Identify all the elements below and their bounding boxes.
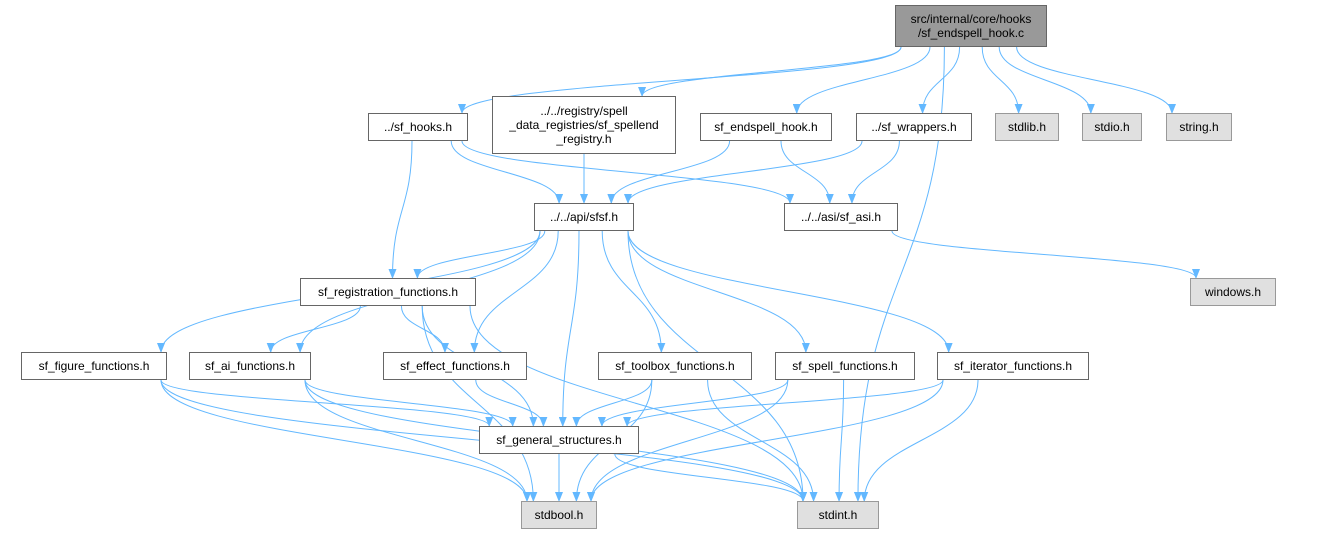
edge-iterator-to-general bbox=[623, 379, 944, 427]
edge-sf_hooks-to-sfsf bbox=[450, 140, 564, 204]
node-stdio: stdio.h bbox=[1082, 113, 1142, 141]
edge-general-to-stdint bbox=[614, 453, 807, 502]
edge-root-to-stdlib bbox=[981, 46, 1023, 114]
edge-sfsf-to-registration bbox=[413, 230, 546, 279]
edge-sfsf-to-spell bbox=[627, 230, 810, 353]
edge-effect-to-general bbox=[475, 379, 548, 427]
edge-registration-to-stdint bbox=[469, 305, 807, 502]
node-spellend-registry[interactable]: ../../registry/spell _data_registries/sf… bbox=[492, 96, 676, 154]
node-toolbox[interactable]: sf_toolbox_functions.h bbox=[598, 352, 752, 380]
edge-root-to-sf_wrappers bbox=[918, 46, 961, 114]
node-registration[interactable]: sf_registration_functions.h bbox=[300, 278, 476, 306]
edge-endspell_hook_h-to-sfsf bbox=[607, 140, 731, 204]
node-sf-hooks[interactable]: ../sf_hooks.h bbox=[368, 113, 468, 141]
edge-registration-to-stdbool bbox=[421, 305, 538, 502]
node-general[interactable]: sf_general_structures.h bbox=[479, 426, 639, 454]
node-iterator[interactable]: sf_iterator_functions.h bbox=[937, 352, 1089, 380]
edge-sfsf-to-iterator bbox=[627, 230, 953, 353]
edge-toolbox-to-general bbox=[572, 379, 653, 427]
edge-root-to-stdio bbox=[998, 46, 1095, 114]
node-root: src/internal/core/hooks /sf_endspell_hoo… bbox=[895, 5, 1047, 47]
edge-endspell_hook_h-to-sf_asi bbox=[780, 140, 834, 204]
node-sfsf[interactable]: ../../api/sfsf.h bbox=[534, 203, 634, 231]
edge-registration-to-ai bbox=[266, 305, 361, 353]
edge-ai-to-general bbox=[304, 379, 517, 427]
node-stdbool: stdbool.h bbox=[521, 501, 597, 529]
edge-spell-to-stdint bbox=[835, 379, 845, 502]
edge-ai-to-stdbool bbox=[304, 379, 531, 502]
node-sf-wrappers[interactable]: ../sf_wrappers.h bbox=[856, 113, 972, 141]
edge-sfsf-to-effect bbox=[470, 230, 559, 353]
edge-figure-to-general bbox=[160, 379, 494, 427]
node-effect[interactable]: sf_effect_functions.h bbox=[383, 352, 527, 380]
edge-sf_asi-to-windows bbox=[891, 230, 1200, 279]
edge-sfsf-to-toolbox bbox=[601, 230, 666, 353]
node-stdint: stdint.h bbox=[797, 501, 879, 529]
edge-spell-to-stdbool bbox=[587, 379, 789, 502]
edge-figure-to-stdbool bbox=[160, 379, 531, 502]
node-string: string.h bbox=[1166, 113, 1232, 141]
edge-root-to-endspell_hook_h bbox=[792, 46, 931, 114]
edge-registration-to-effect bbox=[400, 305, 449, 353]
node-spell[interactable]: sf_spell_functions.h bbox=[775, 352, 915, 380]
edge-root-to-string bbox=[1016, 46, 1176, 114]
node-stdlib: stdlib.h bbox=[995, 113, 1059, 141]
node-ai[interactable]: sf_ai_functions.h bbox=[189, 352, 311, 380]
edge-sfsf-to-general bbox=[558, 230, 580, 427]
edge-sf_hooks-to-registration bbox=[388, 140, 413, 279]
edge-root-to-sf_hooks bbox=[458, 46, 902, 114]
edge-toolbox-to-stdint bbox=[707, 379, 818, 502]
node-figure[interactable]: sf_figure_functions.h bbox=[21, 352, 167, 380]
edge-sf_wrappers-to-sf_asi bbox=[847, 140, 900, 204]
edge-sf_hooks-to-sf_asi bbox=[461, 140, 794, 204]
node-windows: windows.h bbox=[1190, 278, 1276, 306]
node-sf-asi[interactable]: ../../asi/sf_asi.h bbox=[784, 203, 898, 231]
edge-iterator-to-stdint bbox=[860, 379, 979, 502]
node-endspell-hook-h[interactable]: sf_endspell_hook.h bbox=[700, 113, 832, 141]
edge-root-to-spellend_registry bbox=[638, 46, 902, 97]
edge-sf_wrappers-to-sfsf bbox=[624, 140, 863, 204]
edge-spell-to-general bbox=[597, 379, 789, 427]
edge-iterator-to-stdbool bbox=[587, 379, 944, 502]
